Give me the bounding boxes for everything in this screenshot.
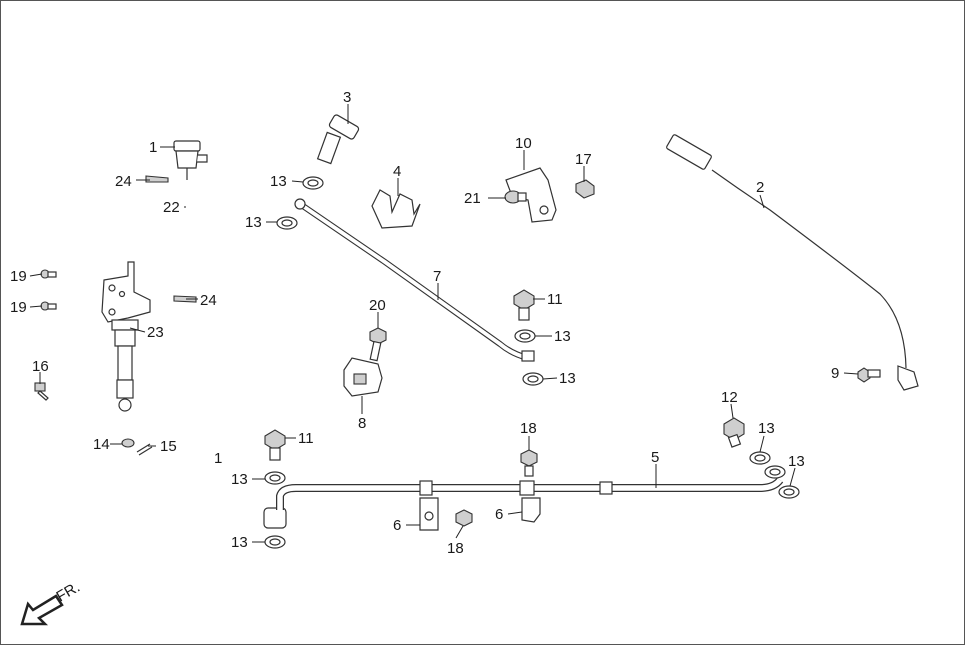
banjo-fitting-part-3 xyxy=(316,114,360,165)
callout-6-right: 6 xyxy=(495,506,503,523)
washer-part-13-bottom-a xyxy=(264,471,286,485)
sensor-connector-part-2 xyxy=(666,134,712,170)
callout-1-lower: 1 xyxy=(214,450,222,467)
callout-13-top-a: 13 xyxy=(270,173,287,190)
bolt-part-18-lower xyxy=(455,509,473,527)
washer-part-13-top-b xyxy=(276,216,298,230)
bolt-part-16 xyxy=(34,382,49,401)
master-cylinder-part-23 xyxy=(111,319,139,412)
callout-13-mid-a: 13 xyxy=(554,328,571,345)
washer-part-13-right-b xyxy=(764,465,786,479)
leader-lines xyxy=(29,104,859,543)
bracket-part-23-plate xyxy=(101,261,151,323)
front-direction-arrow-icon xyxy=(20,594,64,626)
clip-part-6-left xyxy=(419,497,439,531)
hose-clamp-part-24-upper xyxy=(145,175,169,183)
washer-part-13-right-c xyxy=(778,485,800,499)
washer-part-13-mid-a xyxy=(514,329,536,343)
callout-13-right-b: 13 xyxy=(788,453,805,470)
washer-part-14 xyxy=(121,438,135,448)
brake-hose-part-5 xyxy=(276,477,784,510)
callout-11-lower: 11 xyxy=(298,430,314,447)
callout-13-top-b: 13 xyxy=(245,214,262,231)
callout-23: 23 xyxy=(147,324,164,341)
reservoir-hose-part-22 xyxy=(144,196,188,282)
bolt-part-18-upper xyxy=(520,449,538,477)
callout-12: 12 xyxy=(721,389,738,406)
banjo-bolt-part-11-lower xyxy=(264,429,286,461)
callout-13-bottom-b: 13 xyxy=(231,534,248,551)
bolt-part-21 xyxy=(504,190,527,204)
callout-18-lower: 18 xyxy=(447,540,464,557)
callout-6-left: 6 xyxy=(393,517,401,534)
callout-3: 3 xyxy=(343,89,351,106)
brake-hose-part-7 xyxy=(294,198,535,362)
cotter-pin-part-15 xyxy=(136,443,153,456)
hose-clamp-part-24-lower xyxy=(173,295,197,303)
callout-10: 10 xyxy=(515,135,532,152)
callout-20: 20 xyxy=(369,297,386,314)
callout-19-lower: 19 xyxy=(10,299,27,316)
callout-2: 2 xyxy=(756,179,764,196)
callout-7: 7 xyxy=(433,268,441,285)
reservoir-part-1 xyxy=(173,140,208,180)
callout-24-lower: 24 xyxy=(200,292,217,309)
callout-18-upper: 18 xyxy=(520,420,537,437)
washer-part-13-right-a xyxy=(749,451,771,465)
callout-19-upper: 19 xyxy=(10,268,27,285)
sensor-cable-part-2 xyxy=(711,169,919,391)
callout-5: 5 xyxy=(651,449,659,466)
callout-13-bottom-a: 13 xyxy=(231,471,248,488)
callout-14: 14 xyxy=(93,436,110,453)
washer-part-13-mid-b xyxy=(522,372,544,386)
callout-21: 21 xyxy=(464,190,481,207)
nut-part-17 xyxy=(575,179,595,199)
callout-13-right-a: 13 xyxy=(758,420,775,437)
banjo-bolt-part-11-upper xyxy=(513,289,535,321)
hose-holder-part-4 xyxy=(371,189,421,229)
callout-17: 17 xyxy=(575,151,592,168)
clamp-part-8 xyxy=(343,357,383,397)
callout-9: 9 xyxy=(831,365,839,382)
washer-part-13-bottom-b xyxy=(264,535,286,549)
callout-13-mid-b: 13 xyxy=(559,370,576,387)
clip-part-6-right xyxy=(521,497,541,523)
bolt-part-19-lower xyxy=(40,301,57,311)
callout-1: 1 xyxy=(149,139,157,156)
banjo-part-5-left xyxy=(263,507,287,529)
callout-8: 8 xyxy=(358,415,366,432)
callout-15: 15 xyxy=(160,438,177,455)
callout-11-upper: 11 xyxy=(547,291,563,308)
bolt-part-20 xyxy=(369,327,387,362)
washer-part-13-top-a xyxy=(302,176,324,190)
callout-16: 16 xyxy=(32,358,49,375)
bolt-part-19-upper xyxy=(40,269,57,279)
callout-4: 4 xyxy=(393,163,401,180)
bolt-part-9 xyxy=(857,367,881,383)
callout-24-upper: 24 xyxy=(115,173,132,190)
banjo-bolt-part-12 xyxy=(723,417,745,448)
callout-22: 22 xyxy=(163,199,180,216)
